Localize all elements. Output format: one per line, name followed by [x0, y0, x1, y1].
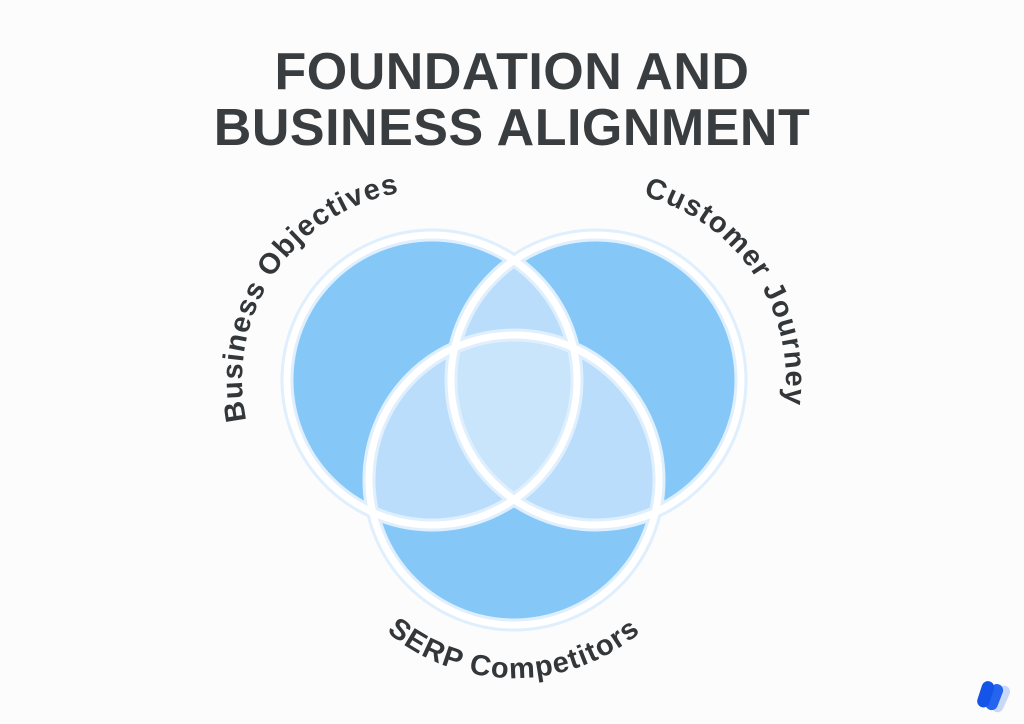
- w-mark-bar-left: [977, 681, 995, 708]
- overlap-center-outer: [451, 335, 577, 525]
- overlap-center-inner: [451, 335, 577, 525]
- w-mark-bar-mid: [985, 684, 1004, 711]
- w-mark-logo: [977, 681, 1011, 713]
- page-title-line1: FOUNDATION AND: [274, 43, 750, 101]
- outline-customer-journey: [447, 231, 745, 529]
- outline-serp-competitors: [365, 331, 663, 629]
- page-title: FOUNDATION AND BUSINESS ALIGNMENT: [0, 44, 1024, 156]
- w-mark-logo-bars: [977, 681, 1011, 713]
- overlap-center-fill: [451, 335, 577, 525]
- outline-business-objectives: [283, 231, 581, 529]
- page-title-line2: BUSINESS ALIGNMENT: [213, 99, 811, 158]
